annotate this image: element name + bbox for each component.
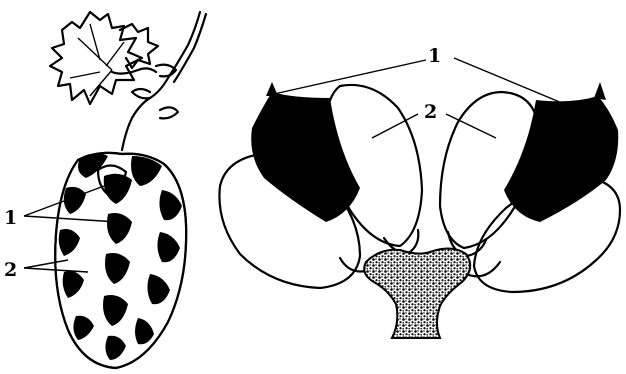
right-black-bract [504, 96, 618, 222]
small-leaf [120, 24, 158, 68]
left-pointers [24, 186, 118, 272]
left-label-1: 1 [4, 207, 17, 229]
stippled-axis [364, 248, 470, 338]
right-label-2: 2 [424, 101, 437, 123]
right-label-1: 1 [428, 45, 441, 67]
leaf [50, 12, 156, 104]
hop-branch-illustration: 1 2 [4, 12, 206, 368]
hop-cone [55, 153, 186, 368]
bract-detail-illustration: 1 2 [219, 45, 620, 338]
left-label-2: 2 [4, 259, 17, 281]
